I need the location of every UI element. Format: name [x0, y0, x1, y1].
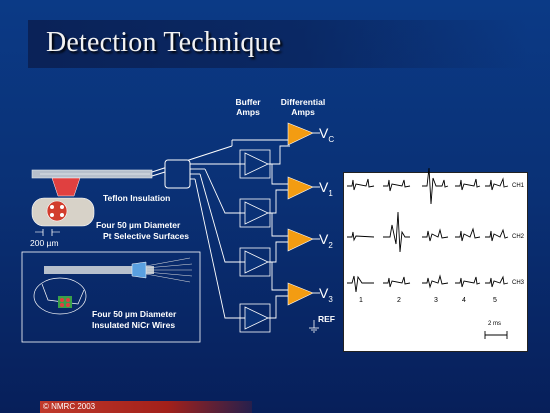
output-v1: V1 [319, 179, 333, 198]
channel-label-ch1: CH1 [512, 183, 525, 189]
differential-amps-header: Differential Amps [270, 97, 336, 117]
buffer-amps [239, 149, 271, 333]
nicr-wires-line2: Insulated NiCr Wires [92, 320, 176, 330]
wire-inset [21, 251, 201, 343]
buffer-amps-text: Buffer Amps [235, 97, 261, 117]
scale-bar-label: 200 µm [30, 238, 59, 248]
trace-panel [343, 172, 528, 352]
pt-surfaces-line1: Four 50 µm Diameter [96, 220, 181, 230]
channel-label-ch3: CH3 [512, 280, 525, 286]
teflon-label: Teflon Insulation [103, 193, 171, 203]
output-v2: V2 [319, 231, 333, 250]
buffer-amps-header: Buffer Amps [228, 97, 268, 117]
output-v2-sub: 2 [328, 240, 333, 250]
nicr-wires-line1: Four 50 µm Diameter [92, 309, 177, 319]
differential-amps [287, 122, 314, 306]
output-vc-base: V [319, 125, 329, 141]
output-v3-base: V [319, 285, 329, 301]
ref-label: REF [318, 314, 335, 324]
event-number-5: 5 [493, 297, 497, 304]
footer-bar [40, 401, 252, 413]
output-v1-base: V [319, 179, 329, 195]
electrode-probe [31, 145, 233, 236]
copyright-text: © NMRC 2003 [43, 402, 96, 411]
differential-amps-text: Differential Amps [280, 97, 326, 117]
slide-title: Detection Technique [46, 27, 282, 58]
output-v3-sub: 3 [328, 294, 333, 304]
title-bar [28, 20, 528, 68]
event-number-4: 4 [462, 297, 466, 304]
event-number-3: 3 [434, 297, 438, 304]
output-v1-sub: 1 [328, 188, 333, 198]
output-v2-base: V [319, 231, 329, 247]
output-v3: V3 [319, 285, 333, 304]
time-scale-label: 2 ms [488, 321, 502, 327]
output-vc-sub: C [328, 134, 335, 144]
channel-label-ch2: CH2 [512, 234, 525, 240]
ground-icon [309, 320, 319, 333]
output-vc: VC [319, 125, 334, 144]
event-number-2: 2 [397, 297, 401, 304]
pt-surfaces-line2: Pt Selective Surfaces [103, 231, 189, 241]
event-number-1: 1 [359, 297, 363, 304]
